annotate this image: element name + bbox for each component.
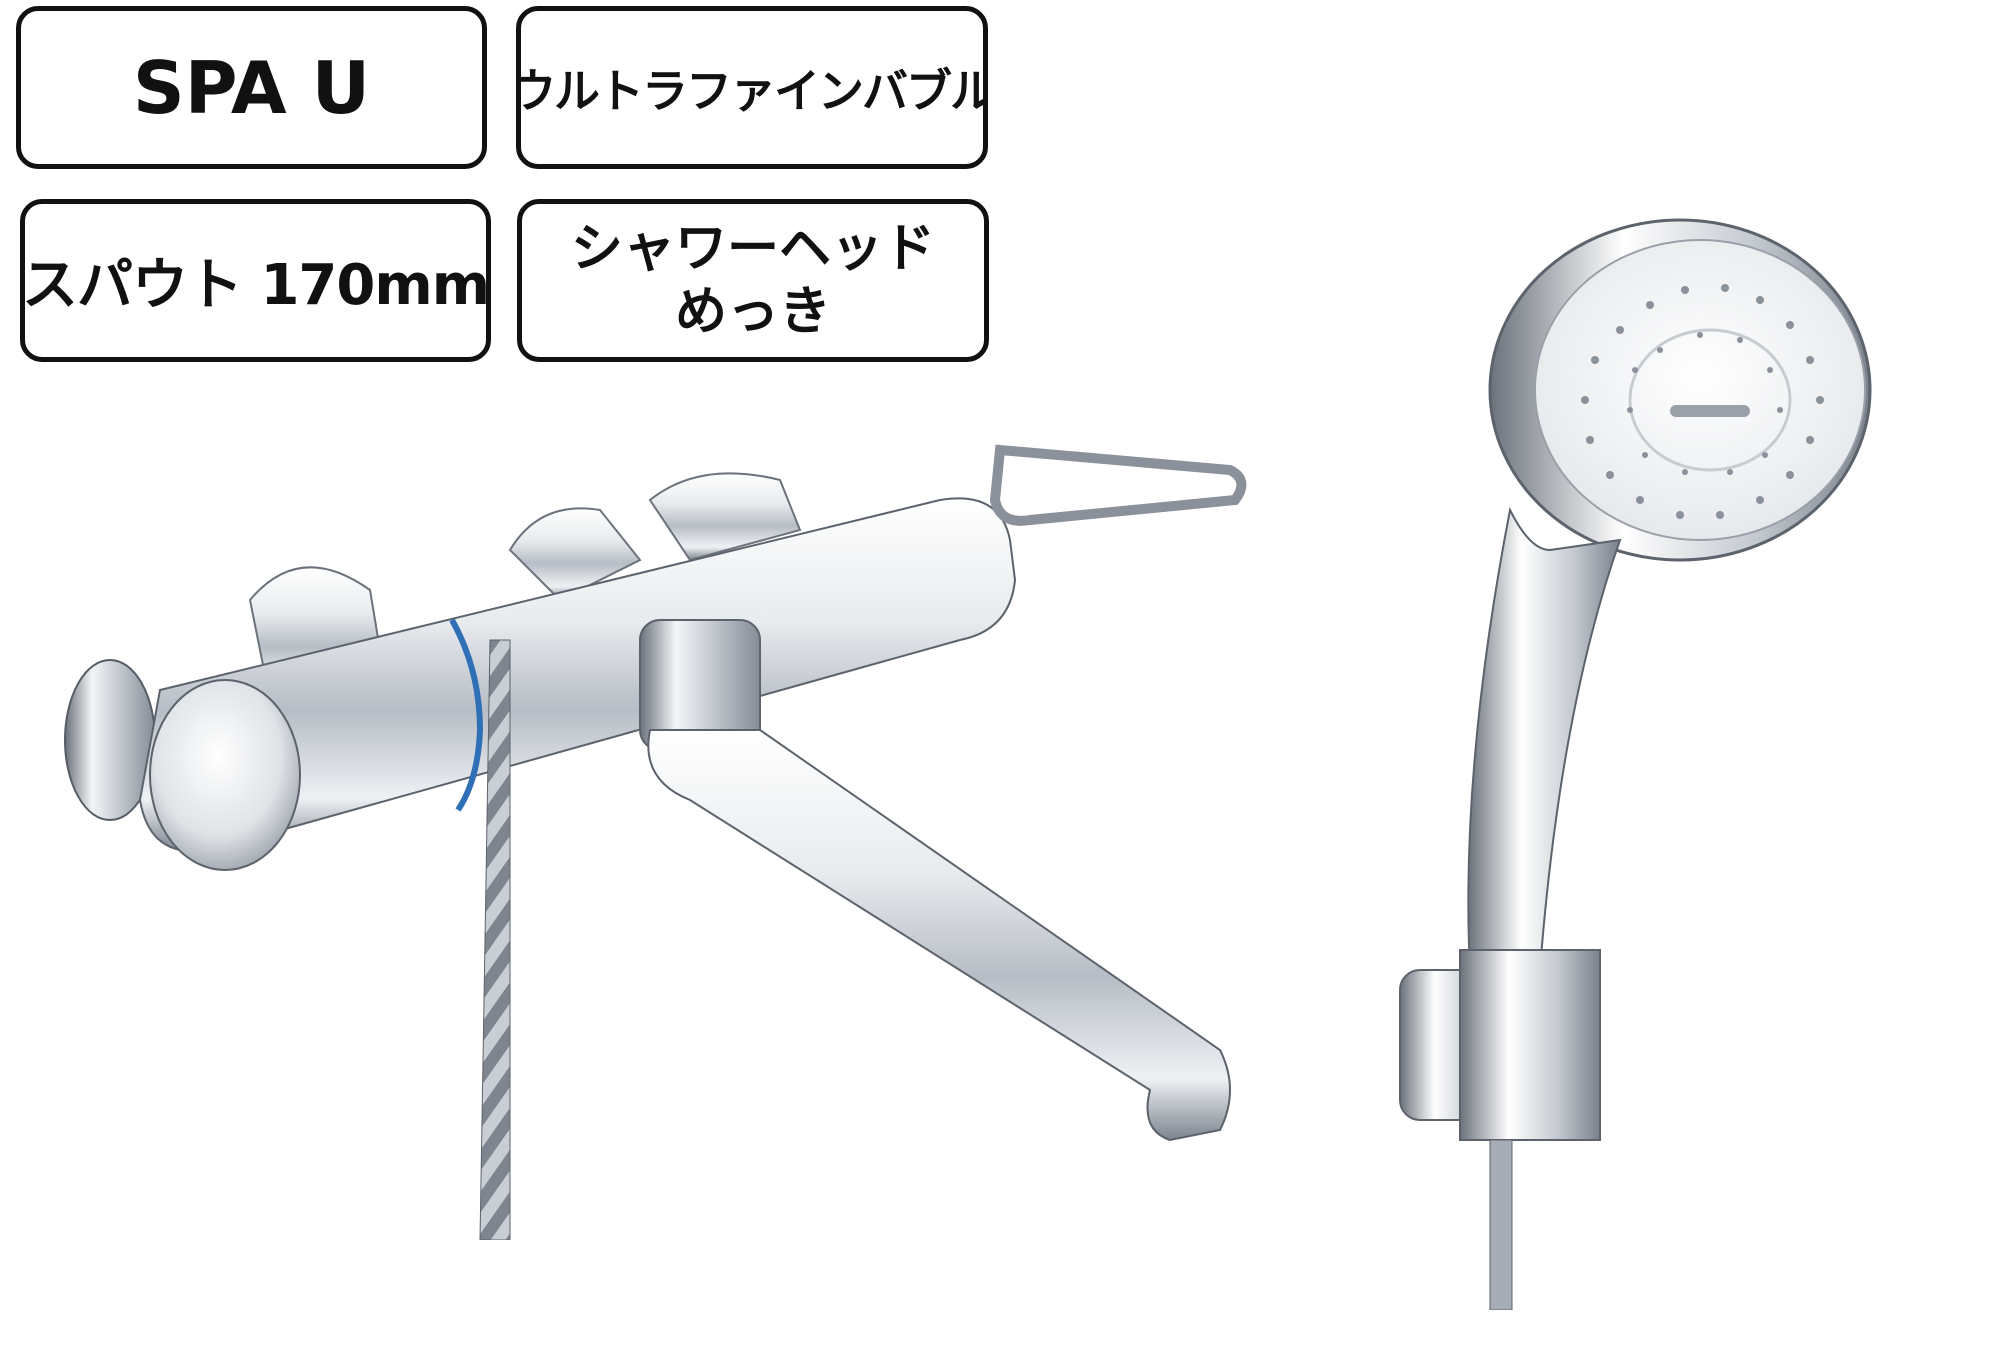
thermostat-body — [138, 497, 1017, 853]
series-label: SPA U — [132, 45, 371, 130]
shower-head-image — [1399, 218, 1872, 1310]
shower-holder — [1459, 949, 1601, 1141]
spray-mode-switch[interactable] — [1670, 405, 1750, 417]
shower-head-label-line2: めっき — [674, 281, 831, 342]
faucet-image — [64, 444, 1247, 1240]
shower-hose-right — [1489, 1139, 1513, 1310]
spout-label: スパウト 170mm — [21, 253, 490, 318]
shower-head-face — [1534, 239, 1866, 541]
spray-nozzles — [1581, 284, 1824, 519]
shower-handle[interactable] — [1467, 506, 1622, 971]
shower-hose — [479, 639, 511, 1240]
temperature-ring — [449, 618, 484, 812]
shower-head-label-line1: シャワーヘッド — [570, 219, 935, 280]
spout-arm — [647, 729, 1231, 1142]
feature-label: ウルトラファインバブル — [516, 63, 988, 118]
temperature-handle[interactable] — [149, 679, 301, 871]
rear-connector-1 — [508, 507, 642, 602]
rear-connector-2 — [648, 472, 802, 562]
shower-head-label-box: シャワーヘッド めっき — [517, 199, 989, 362]
feature-label-box: ウルトラファインバブル — [516, 6, 988, 169]
top-shelf-ring — [989, 444, 1247, 526]
spray-mode-ring — [1628, 328, 1792, 472]
spout-label-box: スパウト 170mm — [20, 199, 491, 362]
series-label-box: SPA U — [16, 6, 487, 169]
